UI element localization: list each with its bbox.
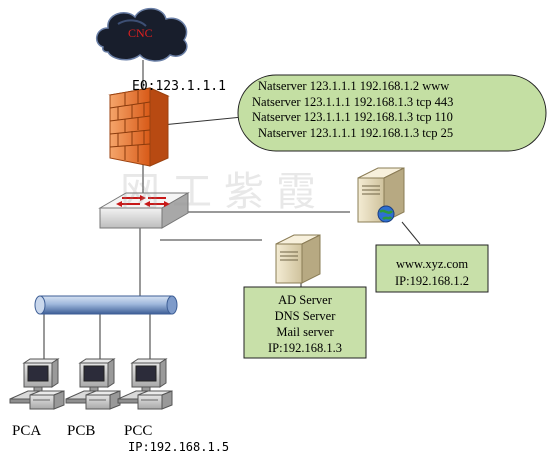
server-ip: IP:192.168.1.3 bbox=[268, 341, 342, 355]
web-server-ip: IP:192.168.1.2 bbox=[395, 274, 469, 288]
nat-rule: Natserver 123.1.1.1 192.168.1.3 tcp 443 bbox=[252, 95, 454, 109]
pc-icon-pca bbox=[9, 358, 65, 410]
nat-rules-box bbox=[237, 74, 547, 152]
firewall-interface-label: E0:123.1.1.1 bbox=[132, 79, 226, 94]
pc-label-pca: PCA bbox=[12, 423, 42, 439]
web-server-url: www.xyz.com bbox=[395, 257, 469, 271]
server-role-ad: AD Server bbox=[278, 293, 332, 307]
server-role-mail: Mail server bbox=[276, 325, 334, 339]
link-webserver-box bbox=[401, 221, 421, 245]
pc-label-pcc: PCC bbox=[124, 423, 153, 439]
cloud-label: CNC bbox=[128, 26, 153, 40]
pcc-ip: IP:192.168.1.5 bbox=[128, 440, 230, 454]
nat-rule: Natserver 123.1.1.1 192.168.1.2 www bbox=[258, 79, 450, 93]
web-server-box bbox=[375, 244, 489, 293]
lan-bus bbox=[34, 295, 178, 315]
links bbox=[43, 60, 421, 363]
pc-icon-pcb bbox=[65, 358, 121, 410]
internal-server-icon bbox=[275, 234, 321, 284]
pc-label-pcb: PCB bbox=[67, 423, 96, 439]
internal-server-box bbox=[243, 286, 367, 359]
switch-icon bbox=[98, 192, 190, 229]
pc-icon-pcc bbox=[117, 358, 173, 410]
server-role-dns: DNS Server bbox=[274, 309, 336, 323]
web-server-icon bbox=[357, 167, 405, 223]
firewall-icon bbox=[108, 87, 170, 167]
watermark: 网工紫霞 bbox=[120, 169, 328, 215]
nat-rule: Natserver 123.1.1.1 192.168.1.3 tcp 25 bbox=[258, 126, 454, 140]
cloud-icon bbox=[96, 7, 188, 62]
pc-group bbox=[9, 358, 173, 410]
nat-rule: Natserver 123.1.1.1 192.168.1.3 tcp 110 bbox=[252, 110, 453, 124]
